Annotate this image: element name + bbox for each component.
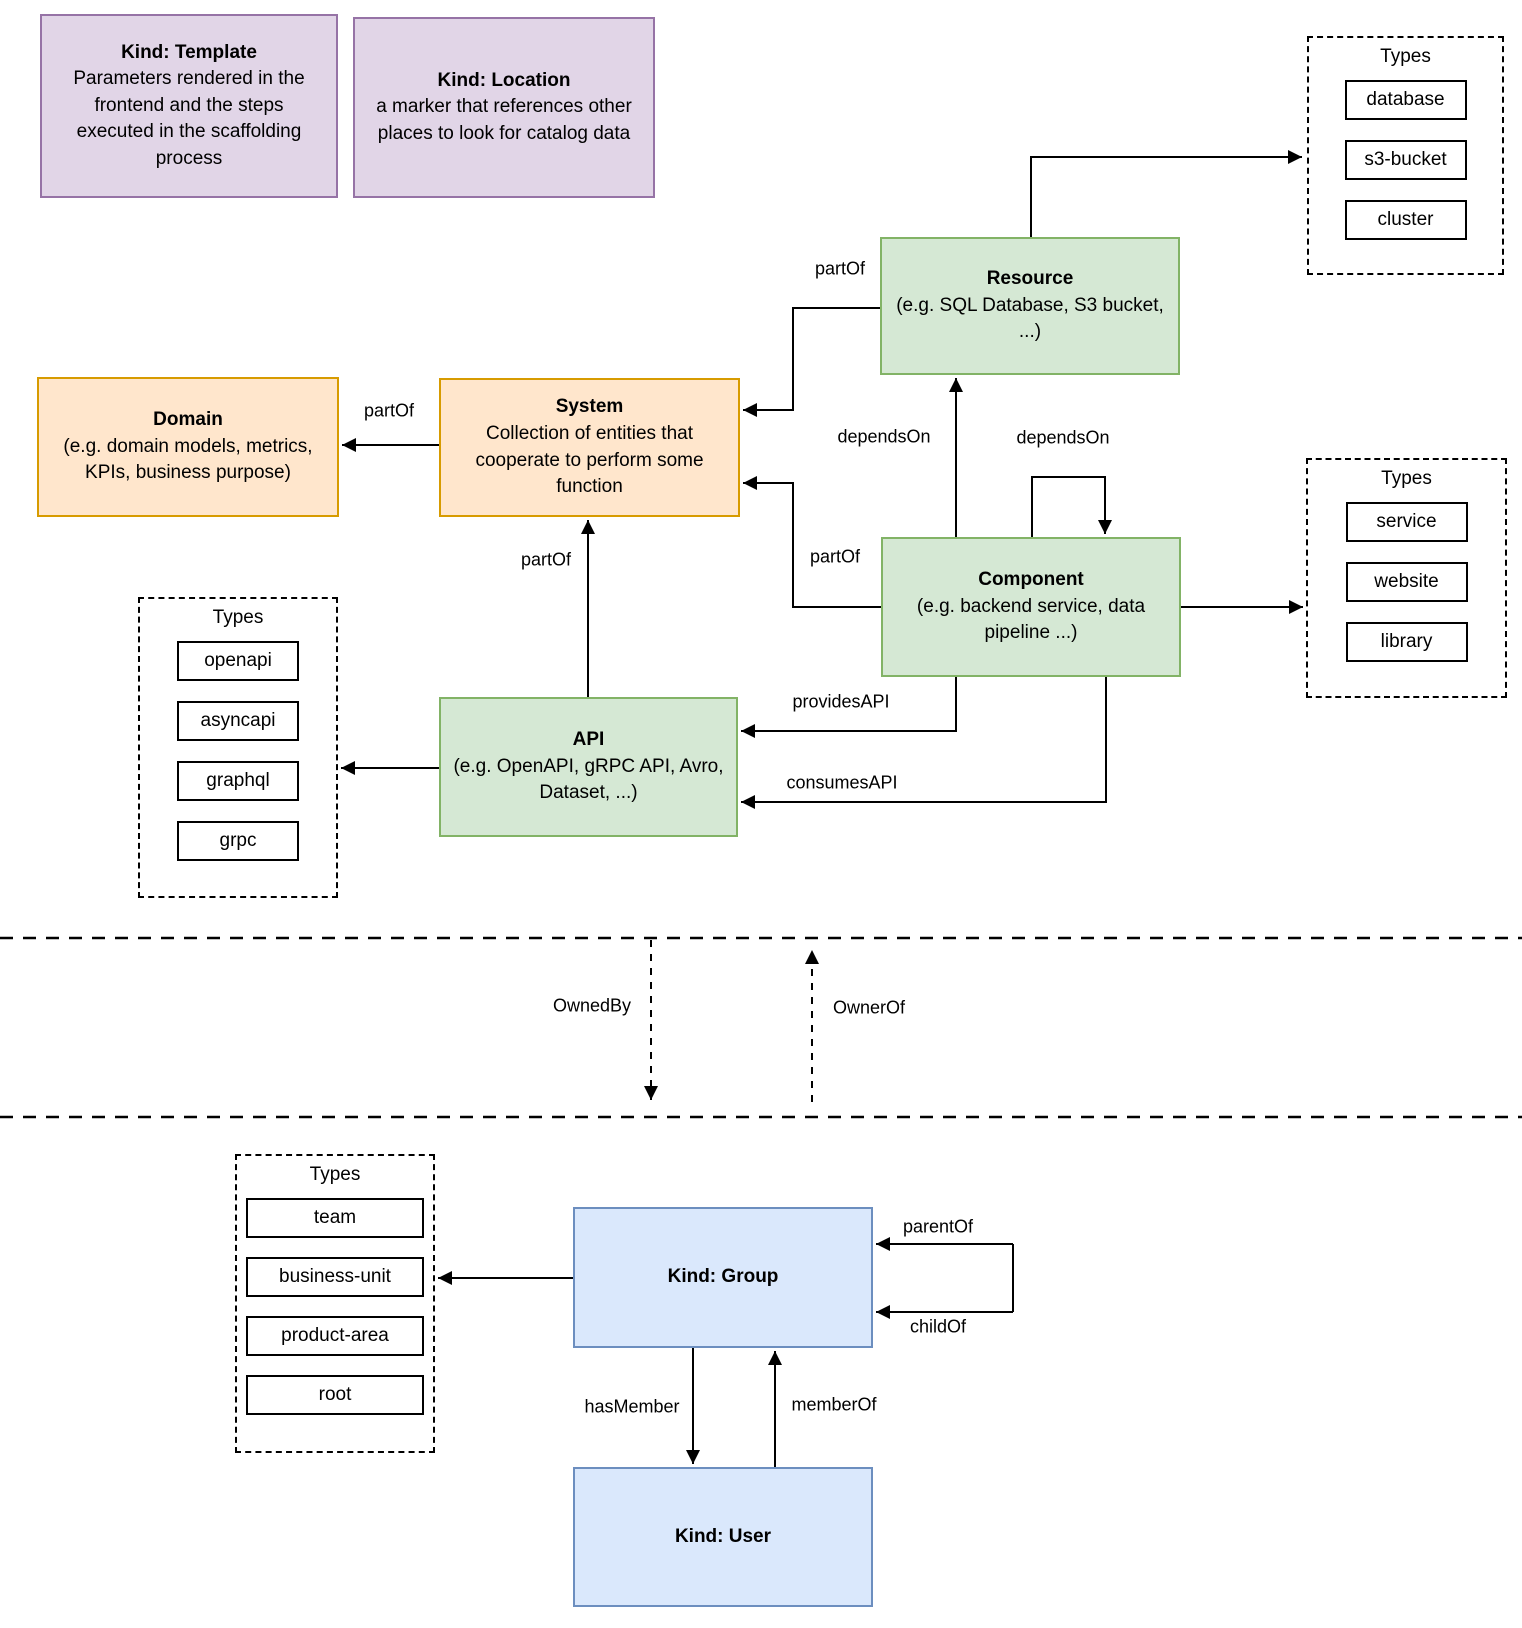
- edge-label-hasmember: hasMember: [582, 1396, 682, 1418]
- edge-label-dependson-component-self: dependsOn: [1014, 427, 1112, 449]
- node-kind-user: Kind: User: [573, 1467, 873, 1607]
- node-kind-user-title: Kind: User: [674, 1525, 772, 1547]
- node-component-title: Component: [978, 569, 1084, 591]
- node-kind-group-title: Kind: Group: [667, 1266, 779, 1288]
- edge-label-partof-resource-system: partOf: [812, 258, 868, 280]
- edge-consumesapi: [741, 677, 1107, 809]
- edge-label-memberof: memberOf: [789, 1394, 879, 1416]
- node-domain-body: (e.g. domain models, metrics, KPIs, busi…: [63, 435, 313, 484]
- type-item-root: root: [246, 1375, 424, 1415]
- node-kind-location: Kind: Location a marker that references …: [353, 17, 655, 198]
- node-api-title: API: [572, 729, 605, 751]
- node-component: Component (e.g. backend service, data pi…: [881, 537, 1181, 677]
- node-api: API (e.g. OpenAPI, gRPC API, Avro, Datas…: [439, 697, 738, 837]
- edge-label-ownedby: OwnedBy: [550, 995, 634, 1017]
- panel-resource-types-title: Types: [1380, 46, 1431, 67]
- node-component-body: (e.g. backend service, data pipeline ...…: [916, 595, 1146, 644]
- edge-label-parentof: parentOf: [900, 1216, 976, 1238]
- node-resource: Resource (e.g. SQL Database, S3 bucket, …: [880, 237, 1180, 375]
- node-kind-location-title: Kind: Location: [437, 69, 571, 91]
- node-resource-body: (e.g. SQL Database, S3 bucket, ...): [896, 294, 1164, 343]
- panel-group-types: Types team business-unit product-area ro…: [235, 1154, 435, 1453]
- node-resource-title: Resource: [986, 268, 1074, 290]
- edge-providesapi: [741, 677, 957, 738]
- edge-label-partof-system-domain: partOf: [361, 400, 417, 422]
- node-kind-template: Kind: Template Parameters rendered in th…: [40, 14, 338, 198]
- type-item-cluster: cluster: [1344, 200, 1467, 240]
- edge-label-childof: childOf: [907, 1316, 969, 1338]
- edge-partof-resource-system: [743, 307, 880, 417]
- type-item-team: team: [246, 1198, 424, 1238]
- type-item-asyncapi: asyncapi: [177, 701, 299, 741]
- edge-label-ownerof: OwnerOf: [830, 997, 908, 1019]
- type-item-grpc: grpc: [177, 821, 299, 861]
- edge-dependson-component-self: [1031, 476, 1112, 537]
- edge-label-dependson-component-resource: dependsOn: [835, 426, 933, 448]
- edge-partof-component-system: [743, 476, 881, 608]
- type-item-database: database: [1344, 80, 1467, 120]
- type-item-library: library: [1345, 622, 1468, 662]
- type-item-product-area: product-area: [246, 1316, 424, 1356]
- edge-label-consumesapi: consumesAPI: [784, 772, 900, 794]
- node-system-title: System: [555, 396, 624, 418]
- type-item-openapi: openapi: [177, 641, 299, 681]
- node-domain-title: Domain: [153, 409, 223, 431]
- type-item-service: service: [1345, 502, 1468, 542]
- node-api-body: (e.g. OpenAPI, gRPC API, Avro, Dataset, …: [453, 755, 724, 804]
- panel-api-types-title: Types: [212, 607, 264, 628]
- panel-component-types-title: Types: [1381, 468, 1432, 489]
- panel-group-types-title: Types: [309, 1164, 361, 1185]
- node-system-body: Collection of entities that cooperate to…: [475, 422, 704, 498]
- edge-label-partof-component-system: partOf: [807, 546, 863, 568]
- node-system: System Collection of entities that coope…: [439, 378, 740, 517]
- type-item-s3-bucket: s3-bucket: [1344, 140, 1467, 180]
- type-item-website: website: [1345, 562, 1468, 602]
- node-kind-group: Kind: Group: [573, 1207, 873, 1348]
- edge-label-partof-api-system: partOf: [518, 549, 574, 571]
- node-domain: Domain (e.g. domain models, metrics, KPI…: [37, 377, 339, 517]
- panel-resource-types: Types database s3-bucket cluster: [1307, 36, 1504, 275]
- panel-api-types: Types openapi asyncapi graphql grpc: [138, 597, 338, 898]
- node-kind-location-body: a marker that references other places to…: [376, 96, 632, 144]
- node-kind-template-body: Parameters rendered in the frontend and …: [73, 68, 305, 169]
- type-item-business-unit: business-unit: [246, 1257, 424, 1297]
- panel-component-types: Types service website library: [1306, 458, 1507, 698]
- node-kind-template-title: Kind: Template: [121, 41, 257, 63]
- edge-resource-types: [1030, 150, 1302, 237]
- type-item-graphql: graphql: [177, 761, 299, 801]
- edge-label-providesapi: providesAPI: [790, 691, 892, 713]
